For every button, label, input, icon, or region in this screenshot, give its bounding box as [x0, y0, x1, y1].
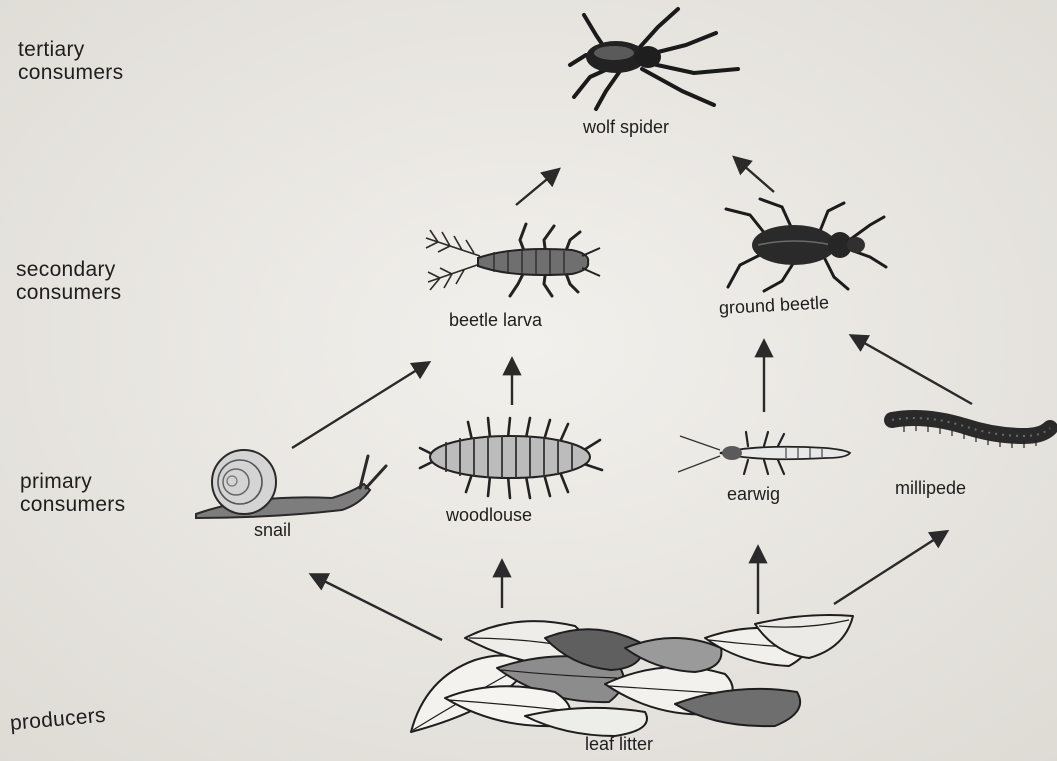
- snail-icon: [192, 448, 392, 523]
- arrow-leaf-litter-to-millipede: [834, 532, 946, 604]
- earwig-icon: [676, 428, 856, 478]
- beetle-larva-icon: [422, 218, 602, 300]
- wolf-spider-icon: [566, 5, 746, 115]
- leaf-litter-icon: [405, 608, 860, 738]
- arrow-ground-beetle-to-wolf-spider: [735, 158, 774, 192]
- arrow-snail-to-beetle-larva: [292, 363, 428, 448]
- organism-label-snail: snail: [254, 520, 291, 541]
- organism-label-earwig: earwig: [727, 484, 780, 505]
- organism-label-woodlouse: woodlouse: [446, 505, 532, 526]
- organism-label-wolf-spider: wolf spider: [583, 117, 669, 138]
- organism-label-leaf-litter: leaf litter: [585, 734, 653, 755]
- organism-label-millipede: millipede: [895, 478, 966, 499]
- woodlouse-icon: [418, 412, 608, 502]
- millipede-icon: [884, 404, 1056, 462]
- organism-label-beetle-larva: beetle larva: [449, 310, 542, 331]
- arrow-beetle-larva-to-wolf-spider: [516, 170, 558, 205]
- arrow-millipede-to-ground-beetle: [852, 336, 972, 404]
- ground-beetle-icon: [720, 195, 890, 295]
